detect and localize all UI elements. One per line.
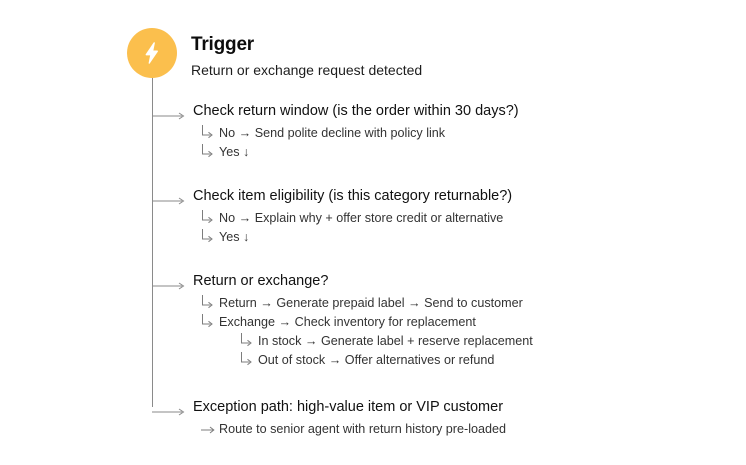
trunk-line <box>152 72 153 407</box>
sub-branch-row[interactable]: Out of stock → Offer alternatives or ref… <box>240 351 533 370</box>
sub-branch-label: Yes ↓ <box>219 230 250 244</box>
corner-arrow-icon <box>240 332 254 351</box>
sub-branch-label: Route to senior agent with return histor… <box>219 422 507 436</box>
branch-heading: Exception path: high-value item or VIP c… <box>193 399 504 415</box>
lightning-bolt-icon <box>127 28 177 78</box>
sub-branch-row[interactable]: In stock → Generate label + reserve repl… <box>240 332 533 351</box>
corner-arrow-icon <box>240 351 254 370</box>
sub-branch-row[interactable]: Exchange → Check inventory for replaceme… <box>201 313 533 332</box>
branch-heading: Return or exchange? <box>193 273 329 289</box>
branch-arrow-icon <box>152 403 186 416</box>
trigger-title: Trigger <box>191 34 255 55</box>
sub-branch-label: No → Explain why + offer store credit or… <box>219 211 504 225</box>
sub-branch-label: In stock → Generate label + reserve repl… <box>258 334 533 348</box>
sub-branch-row[interactable]: Yes ↓ <box>201 228 512 247</box>
branch-heading: Check return window (is the order within… <box>193 103 519 119</box>
branch-arrow-icon <box>152 107 186 120</box>
sub-branch-label: Out of stock → Offer alternatives or ref… <box>258 353 495 367</box>
branch-body: Check item eligibility (is this category… <box>193 187 512 247</box>
sub-branch-label: Return → Generate prepaid label → Send t… <box>219 296 523 310</box>
sub-branch-row[interactable]: No → Explain why + offer store credit or… <box>201 209 512 228</box>
branch-arrow-icon <box>152 192 186 205</box>
plain-arrow-icon <box>201 420 217 439</box>
corner-arrow-icon <box>201 294 215 313</box>
trigger-text-block: Trigger Return or exchange request detec… <box>191 33 422 80</box>
branch-body: Exception path: high-value item or VIP c… <box>193 398 506 439</box>
sub-branch-label: Yes ↓ <box>219 145 250 159</box>
sub-branch-row[interactable]: Return → Generate prepaid label → Send t… <box>201 294 533 313</box>
sub-branch-row[interactable]: Yes ↓ <box>201 143 519 162</box>
trigger-subtitle: Return or exchange request detected <box>191 62 423 78</box>
branch-heading: Check item eligibility (is this category… <box>193 188 513 204</box>
corner-arrow-icon <box>201 124 215 143</box>
branch-body: Return or exchange? Return → Generate pr… <box>193 272 533 370</box>
corner-arrow-icon <box>201 228 215 247</box>
sub-branch-label: Exchange → Check inventory for replaceme… <box>219 315 476 329</box>
sub-branch-label: No → Send polite decline with policy lin… <box>219 126 446 140</box>
sub-branch-row[interactable]: No → Send polite decline with policy lin… <box>201 124 519 143</box>
corner-arrow-icon <box>201 143 215 162</box>
branch-arrow-icon <box>152 277 186 290</box>
corner-arrow-icon <box>201 313 215 332</box>
sub-branch-row[interactable]: Route to senior agent with return histor… <box>201 420 506 439</box>
branch-body: Check return window (is the order within… <box>193 102 519 162</box>
corner-arrow-icon <box>201 209 215 228</box>
